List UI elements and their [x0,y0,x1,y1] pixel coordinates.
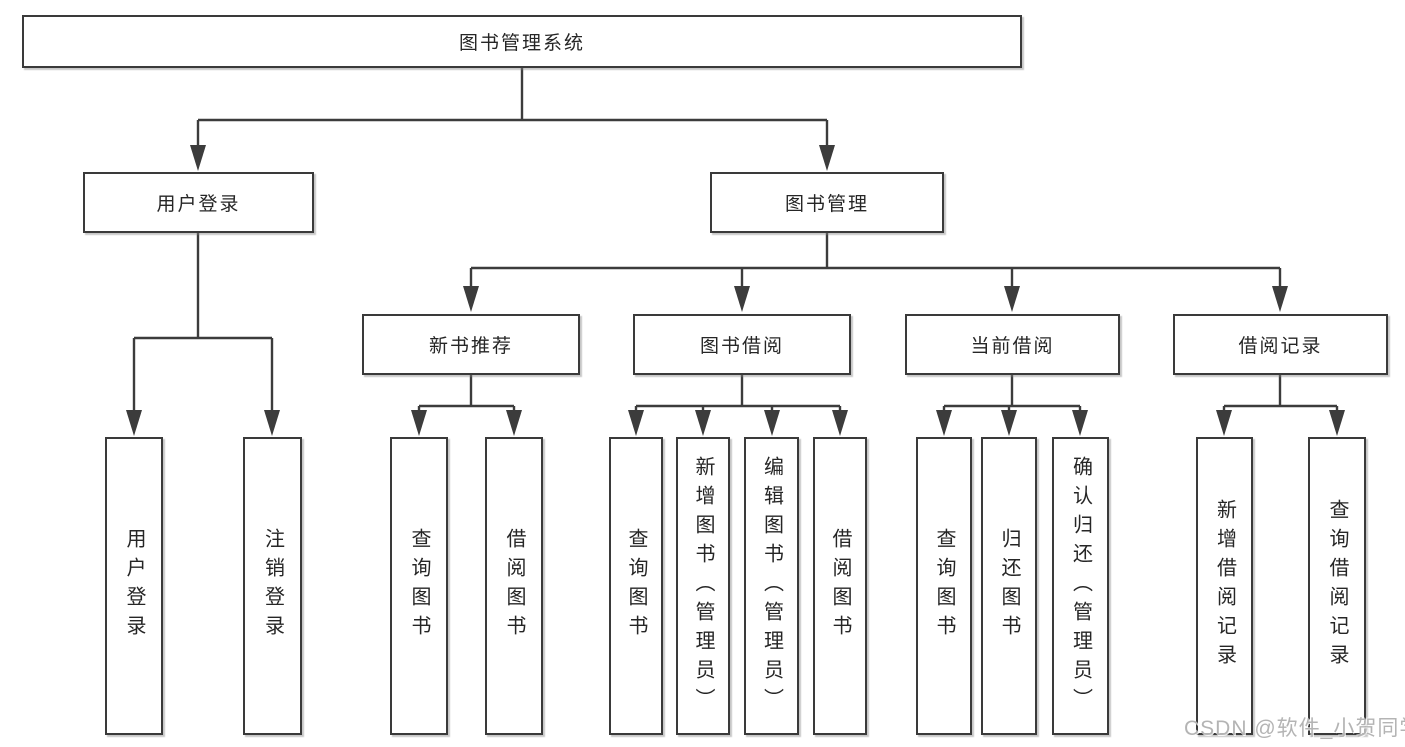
leaf-recommend-query-book: 查询图书 [390,437,448,735]
node-user-login: 用户登录 [83,172,314,233]
node-new-book-recommend: 新书推荐 [362,314,580,375]
leaf-return-book: 归还图书 [981,437,1037,735]
leaf-edit-book-admin: 编辑图书（管理员） [744,437,799,735]
leaf-borrow-query-book: 查询图书 [609,437,663,735]
leaf-borrow-book: 借阅图书 [813,437,867,735]
leaf-recommend-borrow-book: 借阅图书 [485,437,543,735]
arrowhead-icons [126,145,1345,436]
leaf-query-borrow-record: 查询借阅记录 [1308,437,1366,735]
node-book-management: 图书管理 [710,172,944,233]
csdn-watermark: CSDN @软件_小贺同学 [1184,717,1405,740]
leaf-logout: 注销登录 [243,437,302,735]
node-current-borrow: 当前借阅 [905,314,1120,375]
leaf-user-login: 用户登录 [105,437,163,735]
node-book-borrow: 图书借阅 [633,314,851,375]
leaf-current-query-book: 查询图书 [916,437,972,735]
leaf-confirm-return-admin: 确认归还（管理员） [1052,437,1109,735]
leaf-add-borrow-record: 新增借阅记录 [1196,437,1253,735]
leaf-add-book-admin: 新增图书（管理员） [676,437,730,735]
node-root: 图书管理系统 [22,15,1022,68]
node-borrow-records: 借阅记录 [1173,314,1388,375]
